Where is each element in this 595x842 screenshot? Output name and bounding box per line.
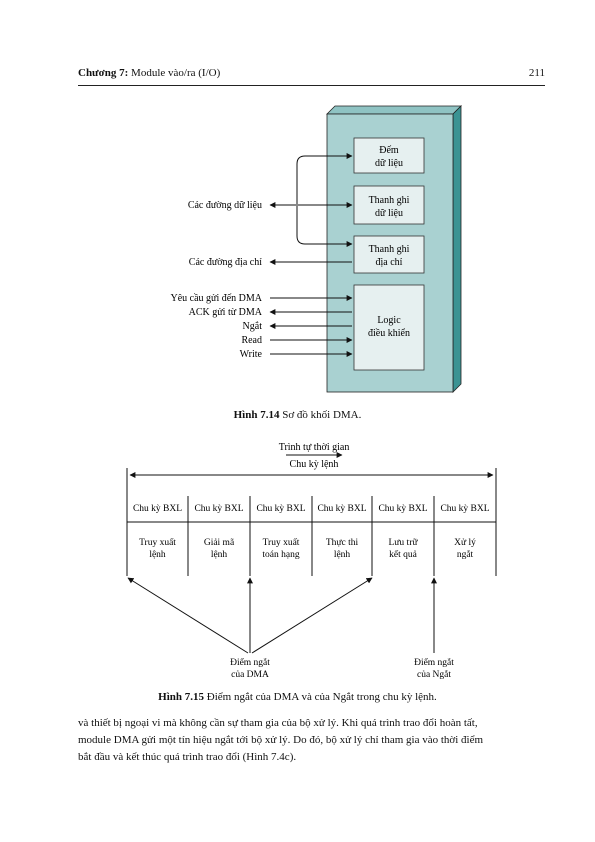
- dma-block-diagram: Đếm dữ liệu Thanh ghi dữ liệu Thanh ghi …: [170, 105, 462, 393]
- block-data-register-label-1: Thanh ghi: [369, 195, 410, 206]
- block-data-counter: [353, 137, 425, 174]
- cycle-label-3: Chu kỳ BXL: [256, 504, 305, 514]
- cycle-label-5: Chu kỳ BXL: [378, 504, 427, 514]
- block-address-register-label-2: địa chỉ: [376, 257, 403, 268]
- stage-1-line-1: Truy xuất: [139, 537, 176, 548]
- page-number: 211: [528, 67, 545, 79]
- figure-7-15-caption: Hình 7.15 Điểm ngắt của DMA và của Ngắt …: [0, 691, 595, 703]
- stage-6-line-2: ngắt: [457, 549, 474, 560]
- cycle-label-1: Chu kỳ BXL: [133, 504, 182, 514]
- figure-7-15-caption-text: Điểm ngắt của DMA và của Ngắt trong chu …: [204, 691, 437, 703]
- stage-6-line-1: Xử lý: [454, 538, 476, 548]
- figure-7-14-caption: Hình 7.14 Sơ đồ khối DMA.: [0, 409, 595, 421]
- stage-3-line-1: Truy xuất: [263, 537, 300, 548]
- module-side-face: [452, 105, 462, 393]
- cycle-label-6: Chu kỳ BXL: [440, 504, 489, 514]
- instruction-cycle-diagram: Trình tự thời gian Chu kỳ lệnh Chu kỳ BX…: [126, 442, 497, 680]
- read-label: Read: [241, 335, 262, 346]
- dma-ack-label: ACK gửi từ DMA: [189, 307, 263, 318]
- module-top-face: [326, 105, 462, 115]
- time-sequence-label: Trình tự thời gian: [279, 442, 350, 453]
- stage-5-line-2: kết quả: [389, 549, 417, 560]
- stage-2-line-2: lệnh: [211, 550, 228, 560]
- dma-breakpoint-arrow-3: [251, 577, 373, 654]
- instruction-cycle-label: Chu kỳ lệnh: [290, 459, 339, 470]
- block-data-counter-label-1: Đếm: [379, 145, 399, 156]
- cycle-label-4: Chu kỳ BXL: [317, 504, 366, 514]
- chapter-label: Chương 7:: [78, 67, 129, 79]
- dma-request-label: Yêu cầu gửi đến DMA: [170, 293, 262, 304]
- interrupt-label: Ngắt: [243, 321, 263, 332]
- interrupt-breakpoint-label-1: Điểm ngắt: [414, 657, 454, 668]
- internal-data-bus: [296, 153, 353, 247]
- figure-7-15-caption-label: Hình 7.15: [158, 691, 205, 703]
- stage-5-line-1: Lưu trữ: [388, 538, 418, 548]
- block-control-logic: [353, 284, 425, 371]
- stage-3-line-2: toán hạng: [262, 550, 299, 560]
- figure-7-14-caption-label: Hình 7.14: [233, 409, 280, 421]
- block-address-register-label-1: Thanh ghi: [369, 244, 410, 255]
- running-header: Chương 7: Module vào/ra (I/O): [78, 67, 220, 79]
- data-lines-label: Các đường dữ liệu: [188, 200, 262, 211]
- header-rule: [78, 85, 545, 86]
- body-paragraph: và thiết bị ngoại vi mà không cần sự tha…: [78, 715, 545, 766]
- stage-2-line-1: Giải mã: [204, 538, 235, 548]
- write-label: Write: [240, 349, 263, 360]
- chapter-title: Module vào/ra (I/O): [131, 67, 221, 79]
- dma-breakpoint-arrow-1: [127, 577, 249, 654]
- body-line-2: module DMA gửi một tín hiệu ngắt tới bộ …: [78, 734, 484, 746]
- body-line-1: và thiết bị ngoại vi mà không cần sự tha…: [78, 717, 478, 729]
- stage-1-line-2: lệnh: [149, 550, 166, 560]
- block-address-register: [353, 235, 425, 274]
- cycle-label-2: Chu kỳ BXL: [194, 504, 243, 514]
- block-data-counter-label-2: dữ liệu: [375, 158, 403, 169]
- dma-breakpoint-label-1: Điểm ngắt: [230, 657, 270, 668]
- address-lines-label: Các đường địa chỉ: [189, 257, 262, 268]
- block-data-register-label-2: dữ liệu: [375, 208, 403, 219]
- stage-4-line-1: Thực thi: [326, 538, 359, 548]
- stage-4-line-2: lệnh: [334, 550, 351, 560]
- block-control-logic-label-1: Logic: [377, 315, 401, 326]
- body-line-3: bắt đầu và kết thúc quá trình trao đổi (…: [78, 751, 297, 763]
- block-data-register: [353, 185, 425, 225]
- dma-breakpoint-label-2: của DMA: [231, 670, 269, 680]
- interrupt-breakpoint-label-2: của Ngắt: [417, 669, 451, 680]
- block-control-logic-label-2: điều khiển: [368, 328, 410, 339]
- figure-7-14-caption-text: Sơ đồ khối DMA.: [279, 409, 362, 421]
